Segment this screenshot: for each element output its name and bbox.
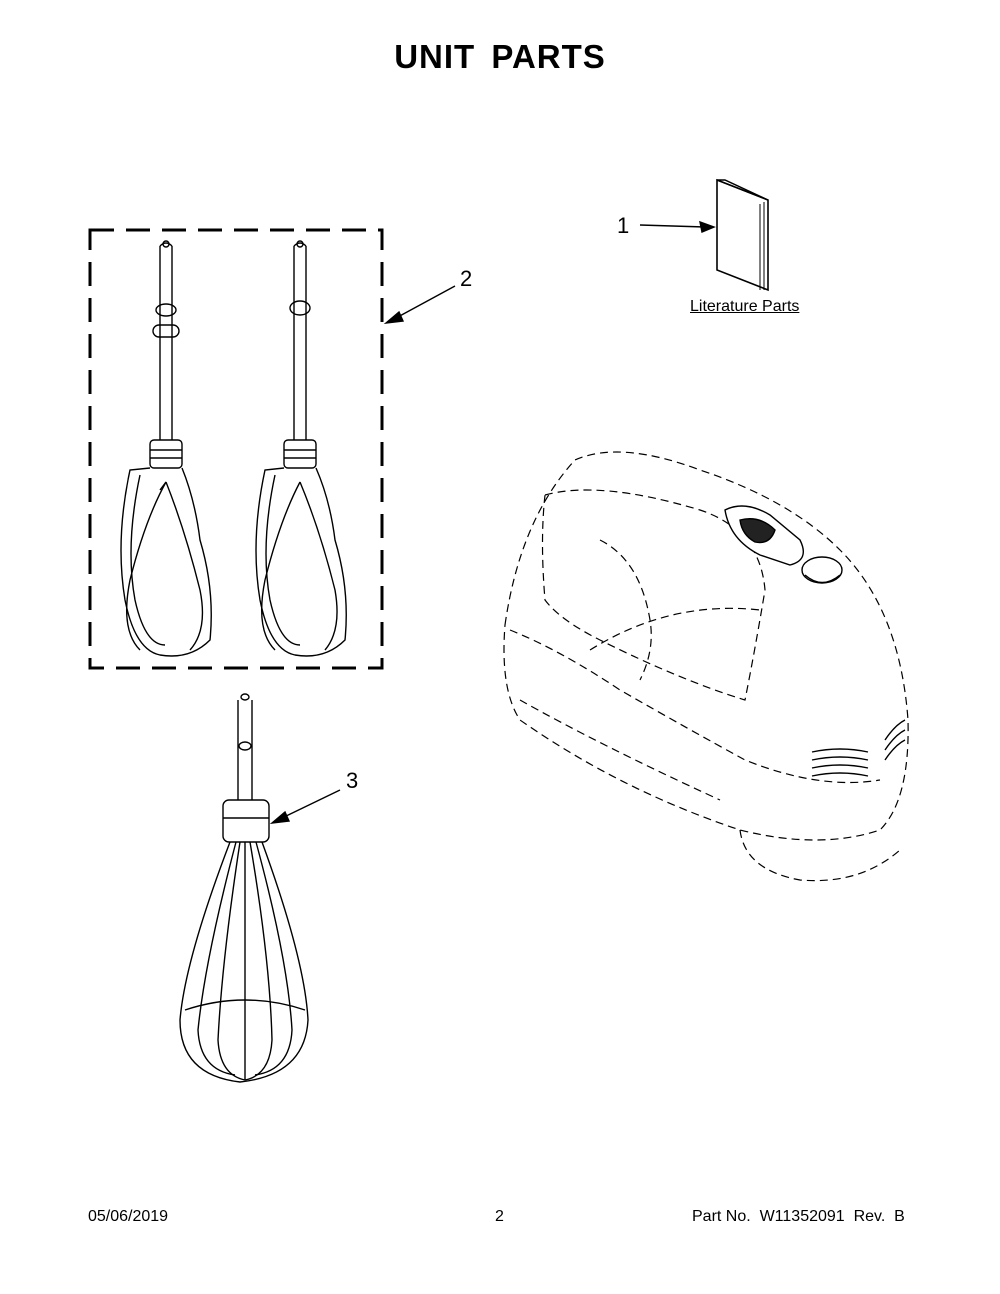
callout-3: 3 <box>346 768 359 793</box>
footer-date: 05/06/2019 <box>88 1208 169 1225</box>
whisk <box>179 693 309 1083</box>
beaters-group-box <box>88 228 384 670</box>
callout-3-leader <box>281 789 341 819</box>
hand-mixer-body <box>503 451 909 882</box>
arrowhead-3-icon <box>269 810 291 824</box>
callout-1-leader <box>639 224 706 228</box>
page-title: UNIT PARTS <box>394 38 606 75</box>
footer-page-number: 2 <box>495 1208 504 1225</box>
beater-right <box>255 240 347 657</box>
literature-parts-label: Literature Parts <box>690 298 800 315</box>
footer-part-number: Part No. W11352091 Rev. B <box>692 1208 905 1225</box>
beater-left <box>120 240 212 657</box>
callout-2-leader <box>395 285 456 319</box>
literature-booklet <box>716 178 769 292</box>
arrowhead-1-icon <box>699 220 716 233</box>
mixer-vents <box>811 719 906 777</box>
mixer-speed-control <box>724 505 843 584</box>
arrowhead-2-icon <box>383 310 405 324</box>
callout-1: 1 <box>617 213 630 238</box>
callout-2: 2 <box>460 266 473 291</box>
